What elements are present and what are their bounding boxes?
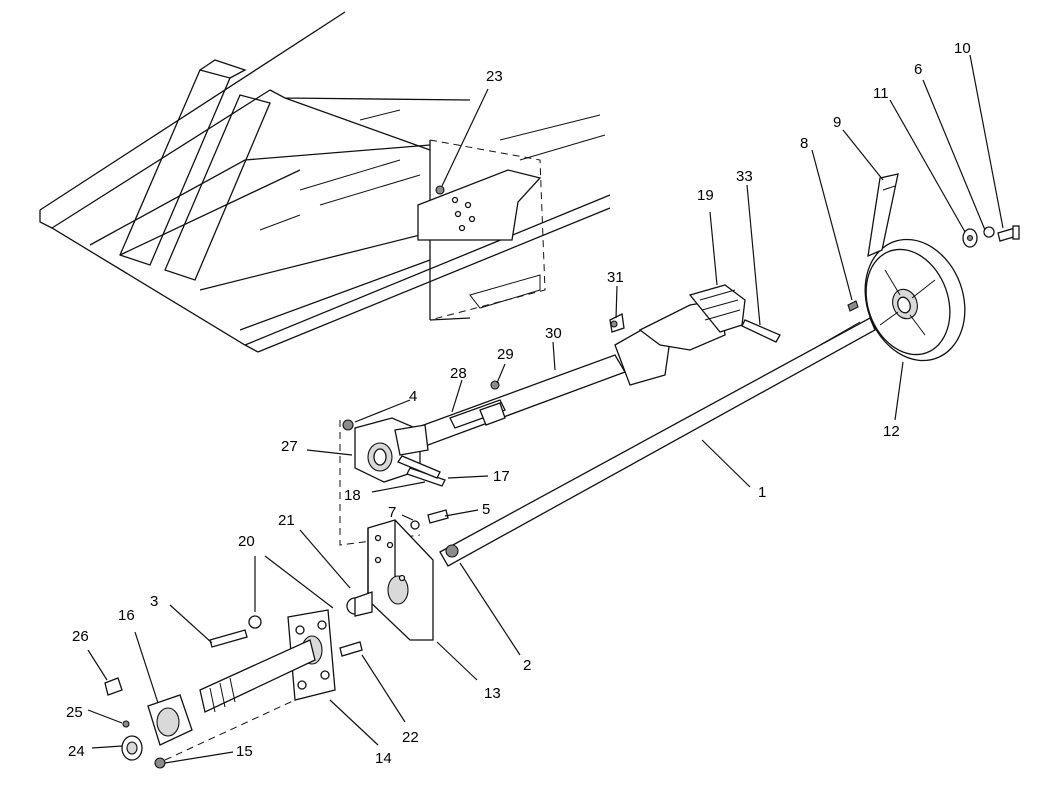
callout-30: 30 <box>545 325 562 342</box>
callout-12: 12 <box>883 423 900 440</box>
pulley <box>864 238 966 362</box>
callout-26: 26 <box>72 628 89 645</box>
callout-17: 17 <box>493 468 510 485</box>
drive-shaft <box>439 317 876 567</box>
callout-18: 18 <box>344 487 361 504</box>
bearing-block <box>339 417 446 546</box>
callout-22: 22 <box>402 729 419 746</box>
callout-33: 33 <box>736 168 753 185</box>
callout-13: 13 <box>484 685 501 702</box>
callout-10: 10 <box>954 40 971 57</box>
callout-20: 20 <box>238 533 255 550</box>
splined-shaft-flange <box>199 609 363 713</box>
flange-bearing <box>104 677 296 769</box>
callout-7: 7 <box>388 504 396 521</box>
callout-19: 19 <box>697 187 714 204</box>
callout-15: 15 <box>236 743 253 760</box>
callout-23: 23 <box>486 68 503 85</box>
callout-3: 3 <box>150 593 158 610</box>
callout-27: 27 <box>281 438 298 455</box>
callout-14: 14 <box>375 750 392 767</box>
callout-5: 5 <box>482 501 490 518</box>
tension-arm <box>867 173 899 258</box>
callout-29: 29 <box>497 346 514 363</box>
mounting-bracket <box>417 169 542 309</box>
callout-1: 1 <box>758 484 766 501</box>
callout-11: 11 <box>873 85 889 102</box>
callout-24: 24 <box>68 743 85 760</box>
driveline <box>409 284 781 449</box>
callout-2: 2 <box>523 657 531 674</box>
callout-4: 4 <box>409 388 417 405</box>
pulley-hardware <box>847 225 1020 312</box>
callout-labels: 1 2 3 4 5 6 7 8 9 10 11 12 13 14 15 16 1… <box>66 40 971 767</box>
callout-25: 25 <box>66 704 83 721</box>
leader-lines <box>87 54 1004 764</box>
callout-9: 9 <box>833 114 841 131</box>
callout-28: 28 <box>450 365 467 382</box>
callout-8: 8 <box>800 135 808 152</box>
mounting-plate <box>346 509 449 641</box>
mower-frame <box>39 11 611 353</box>
callout-6: 6 <box>914 61 922 78</box>
callout-21: 21 <box>278 512 295 529</box>
callout-31: 31 <box>607 269 624 286</box>
callout-16: 16 <box>118 607 135 624</box>
